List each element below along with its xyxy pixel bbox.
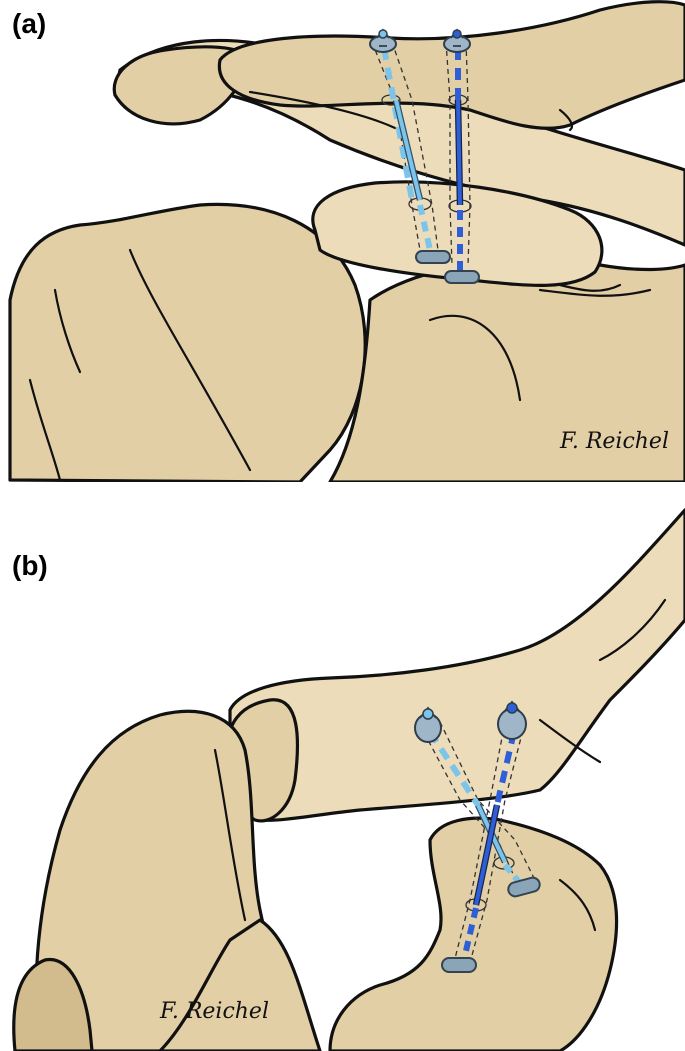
button-plate-dark-b — [441, 957, 477, 973]
coracoid-b — [328, 816, 619, 1051]
button-plate-light-b — [507, 876, 541, 898]
artist-signature-b: F. Reichel — [159, 999, 269, 1024]
panel-a-label: (a) — [12, 8, 47, 39]
button-knot-light-b — [414, 706, 442, 743]
button-knot-dark-b — [497, 700, 527, 740]
panel-b-illustration: F. Reichel — [12, 508, 685, 1051]
panel-a-superior-view: (a) — [0, 0, 685, 482]
button-knot-dark-a — [443, 28, 471, 53]
humeral-head — [8, 202, 367, 482]
artist-signature-a: F. Reichel — [559, 429, 669, 454]
greater-tuberosity-b — [12, 958, 94, 1051]
button-plate-light-a — [415, 250, 451, 264]
dark-blue-suture-a — [454, 48, 464, 272]
button-knot-light-a — [369, 28, 397, 53]
suture-tunnels-b — [419, 721, 536, 971]
panel-b-oblique-view: (b) — [0, 500, 685, 1051]
panel-a-illustration: F. Reichel — [8, 0, 685, 482]
button-plate-dark-a — [444, 270, 480, 284]
panel-b-label: (b) — [12, 550, 48, 581]
light-blue-suture-a — [381, 47, 433, 251]
glenoid-b — [158, 918, 322, 1051]
